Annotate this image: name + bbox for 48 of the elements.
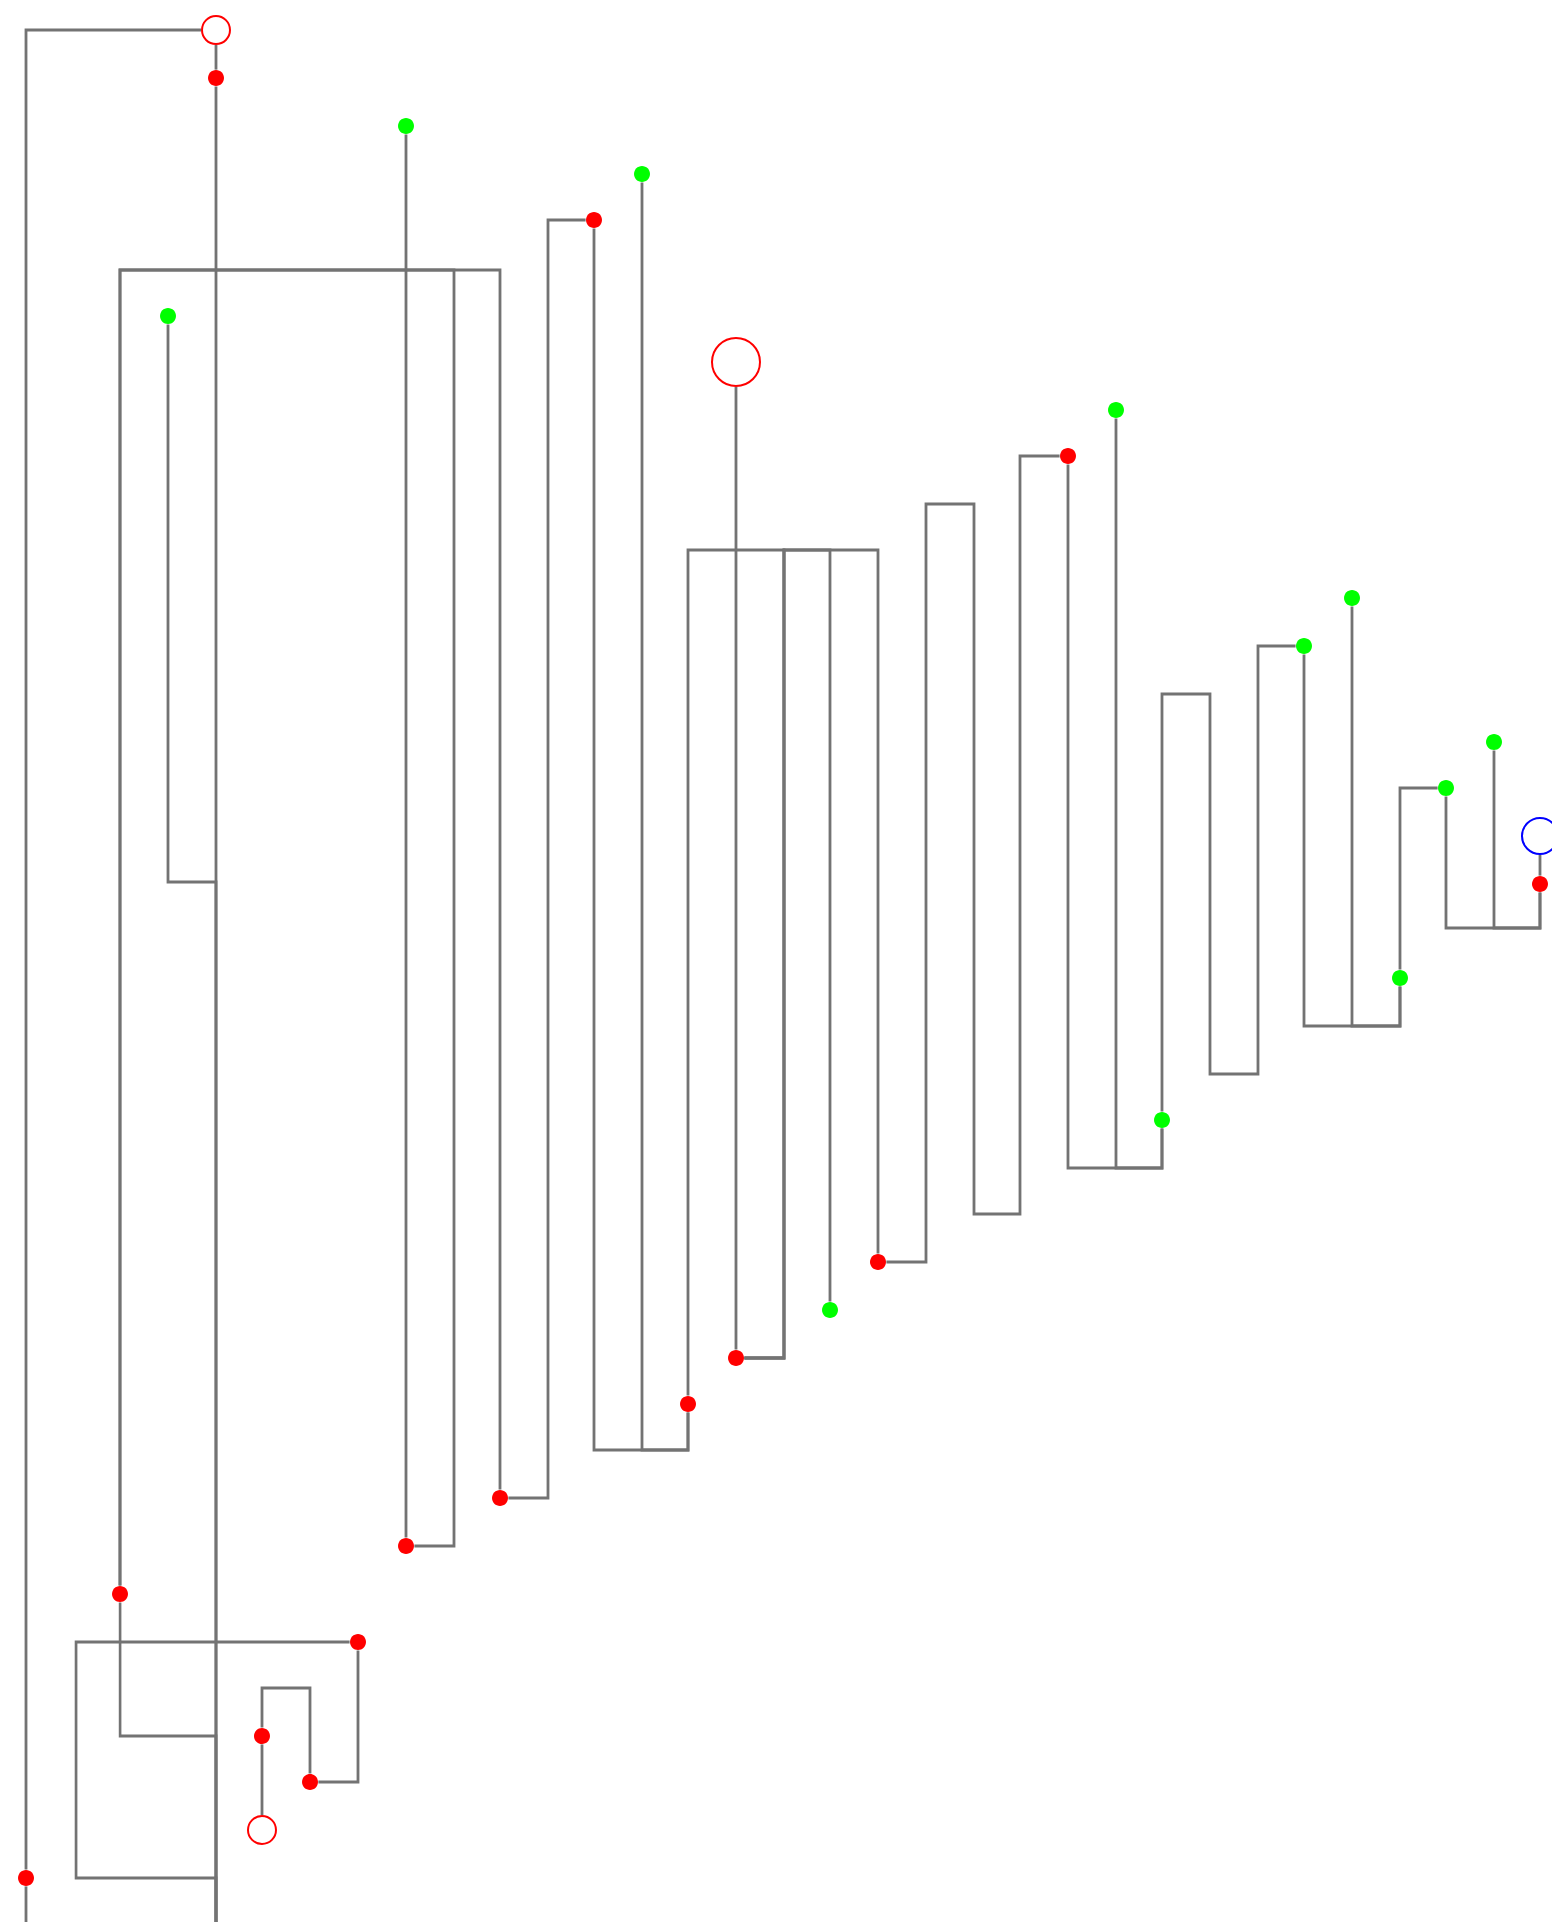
connector-line — [1350, 606, 1402, 1028]
dot — [1532, 876, 1548, 892]
dot — [1154, 1112, 1170, 1128]
dot — [586, 212, 602, 228]
dot — [350, 1634, 366, 1650]
connector-line — [260, 1744, 264, 1815]
connector-line — [640, 182, 690, 1452]
connector-line — [686, 548, 786, 1396]
connector-line — [24, 1886, 28, 1922]
dot — [1344, 590, 1360, 606]
connector-line — [318, 1650, 360, 1784]
dot — [160, 308, 176, 324]
connector-line — [1398, 786, 1438, 970]
connector-line — [214, 45, 218, 70]
connector-line — [24, 28, 201, 1870]
connector-line — [260, 1686, 312, 1774]
connector-line — [74, 1640, 350, 1922]
connector-line — [1492, 750, 1542, 930]
dot — [1486, 734, 1502, 750]
connector-line — [744, 548, 880, 1360]
dot — [1296, 638, 1312, 654]
dot — [1108, 402, 1124, 418]
connector-line — [734, 387, 738, 1350]
connector-line — [1538, 855, 1542, 876]
dot — [302, 1774, 318, 1790]
dot — [254, 1728, 270, 1744]
connector-line — [886, 454, 1060, 1264]
dot — [208, 70, 224, 86]
dot — [398, 118, 414, 134]
open-circle — [201, 15, 231, 45]
dot — [822, 1302, 838, 1318]
dot — [728, 1350, 744, 1366]
connector-line — [404, 134, 408, 1538]
dot — [398, 1538, 414, 1554]
dot — [634, 166, 650, 182]
dot — [680, 1396, 696, 1412]
dot — [1438, 780, 1454, 796]
connector-line — [1160, 644, 1296, 1112]
dot — [870, 1254, 886, 1270]
open-circle — [711, 337, 761, 387]
dot — [18, 1870, 34, 1886]
dot — [1392, 970, 1408, 986]
connector-line — [508, 218, 586, 1500]
connector-line — [1114, 418, 1164, 1170]
dot — [112, 1586, 128, 1602]
open-circle — [247, 1815, 277, 1845]
dot — [1060, 448, 1076, 464]
dot — [492, 1490, 508, 1506]
